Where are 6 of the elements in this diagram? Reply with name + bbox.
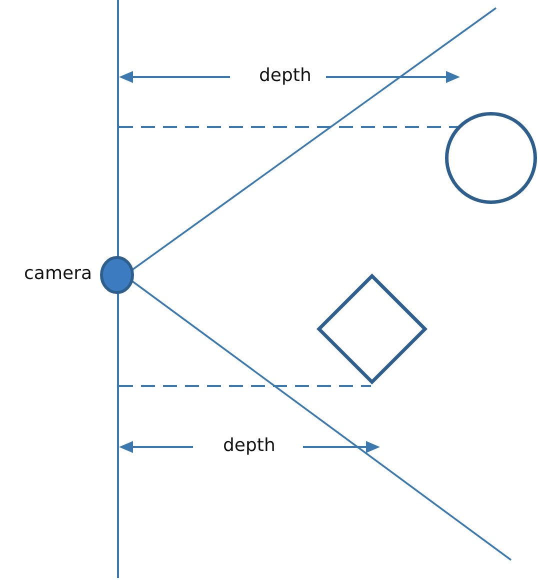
diamond-shape <box>316 273 428 385</box>
camera-symbol <box>100 256 134 294</box>
circle-shape <box>445 112 537 204</box>
caption-text: camera <box>24 263 92 285</box>
dimension-label: depth <box>259 65 312 87</box>
dimension-label: depth <box>223 435 276 457</box>
